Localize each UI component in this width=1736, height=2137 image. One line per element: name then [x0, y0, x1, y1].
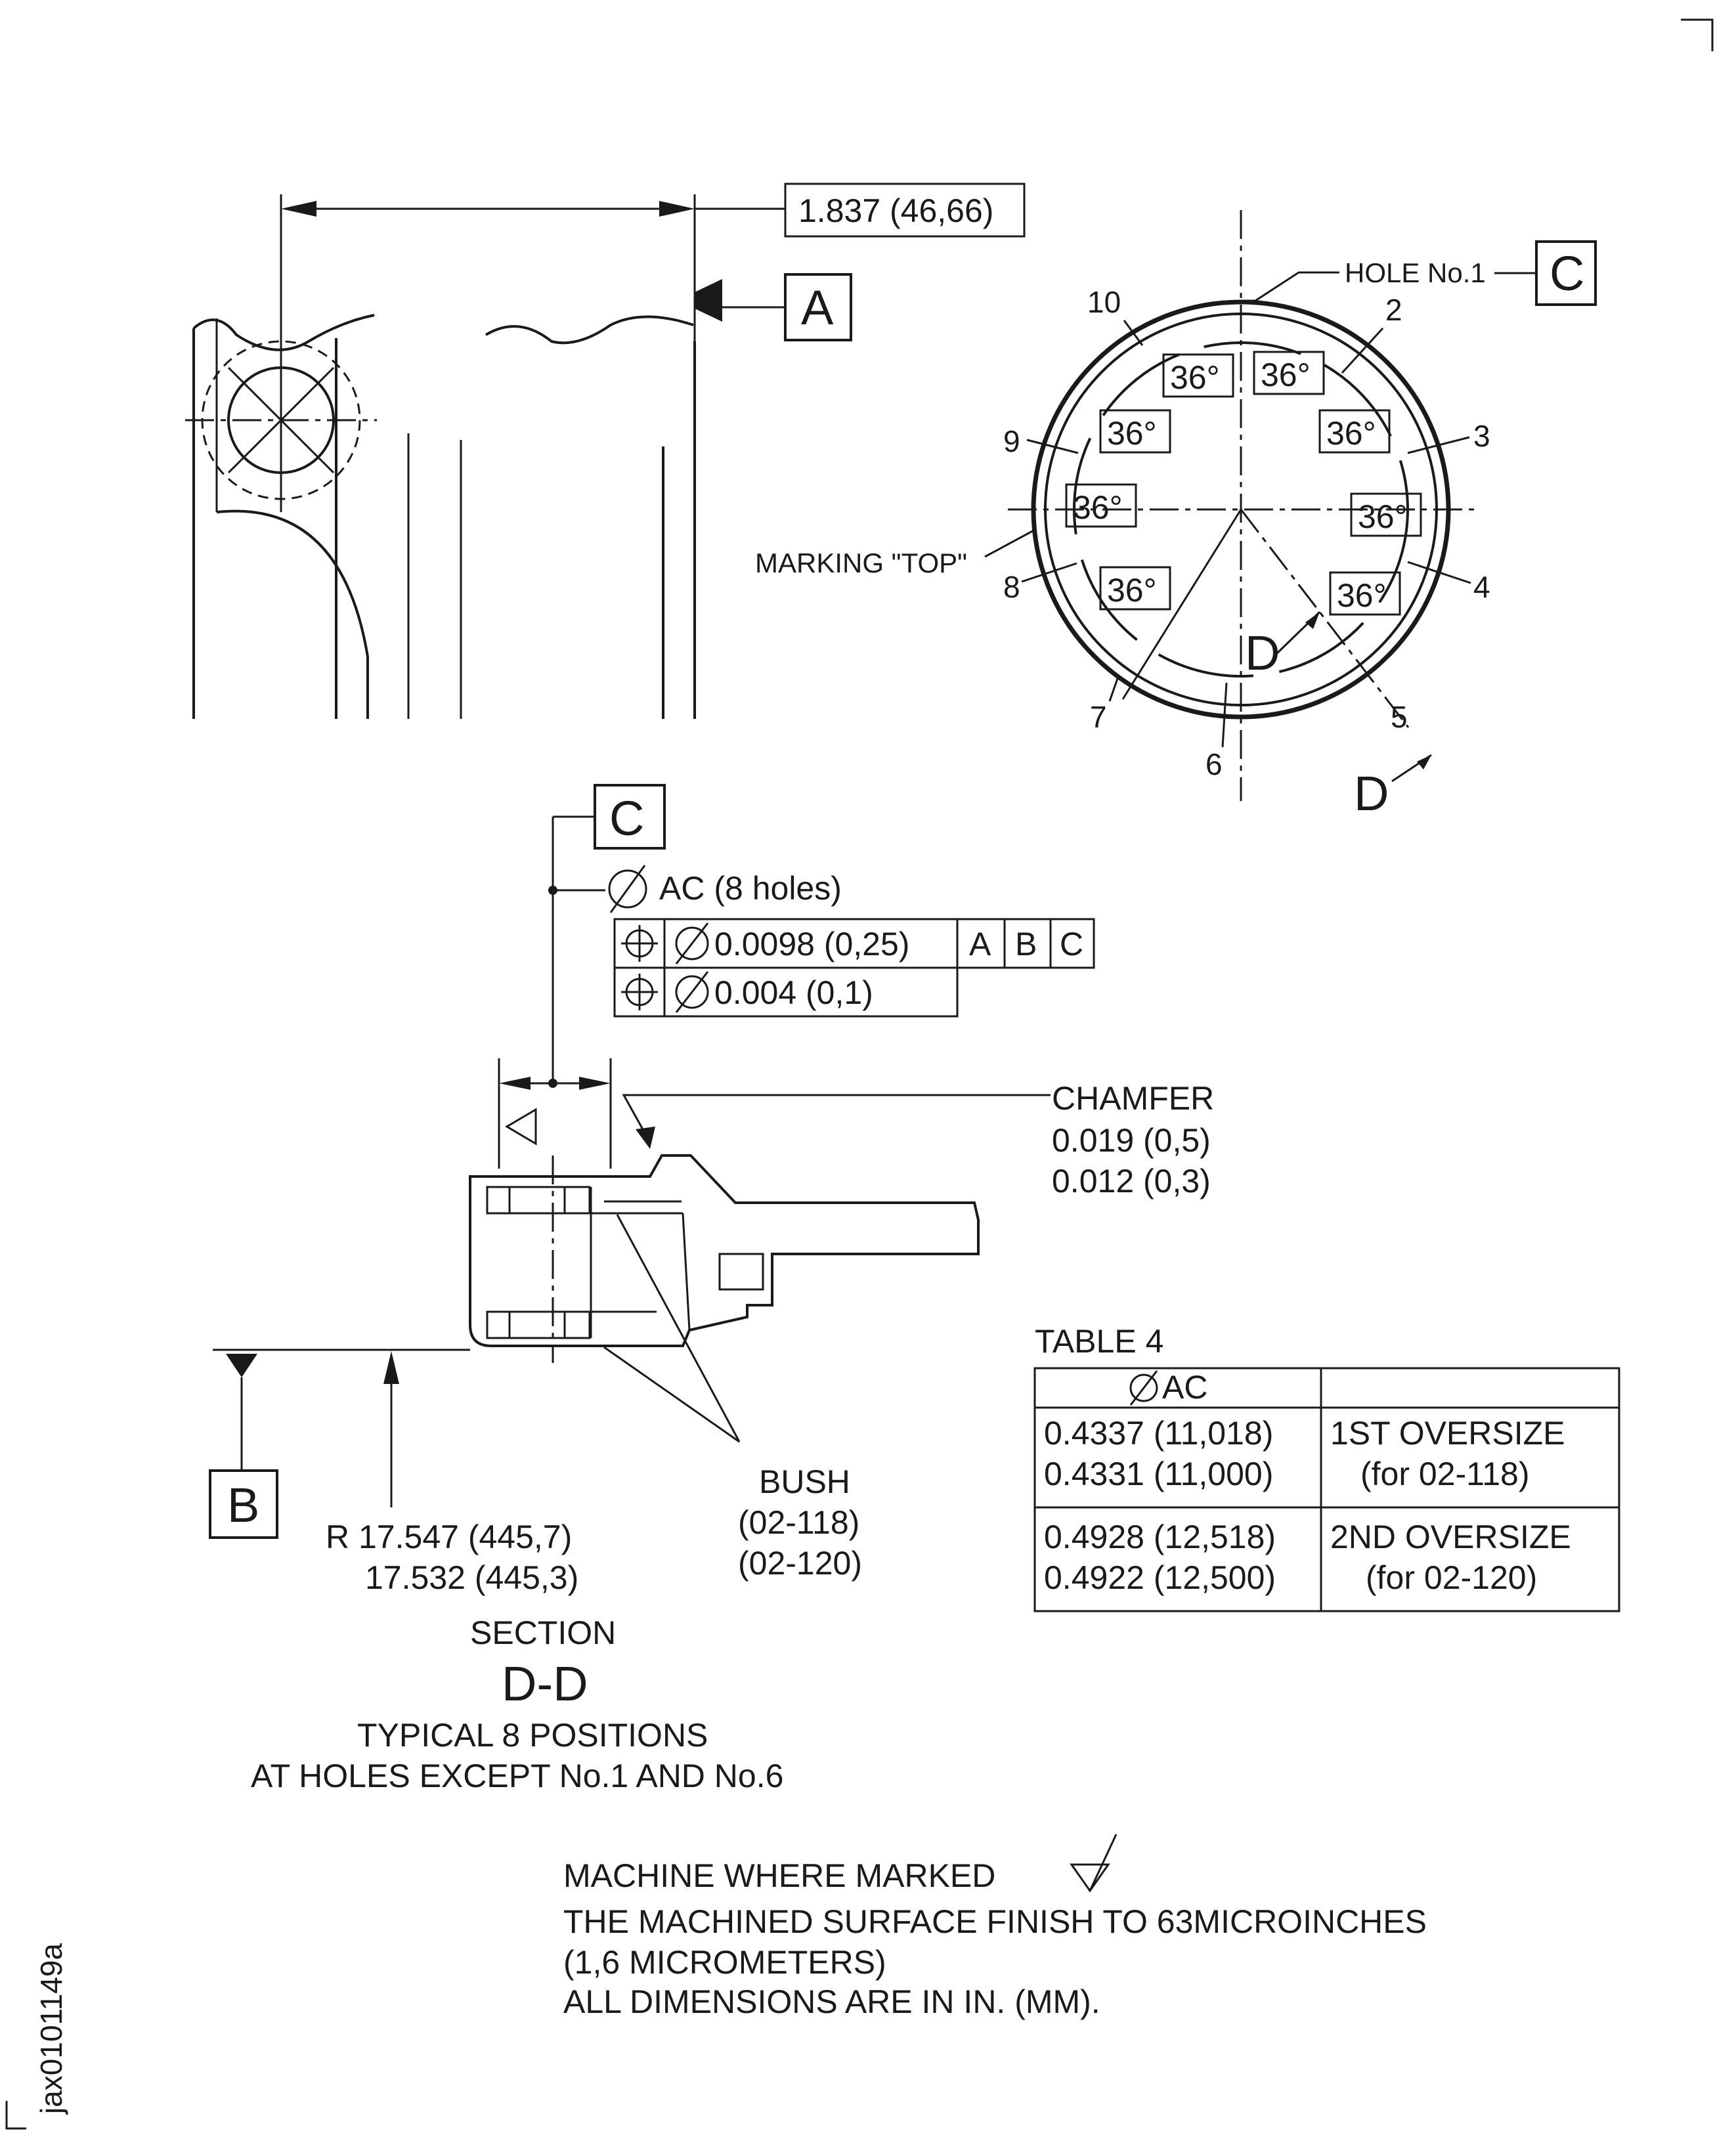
chamfer-min: 0.012 (0,3) — [1052, 1163, 1211, 1199]
general-notes: MACHINE WHERE MARKED THE MACHINED SURFAC… — [563, 1834, 1427, 2020]
table-row-1-dim-2: 0.4331 (11,000) — [1044, 1456, 1273, 1492]
corner-mark-top-right — [1681, 18, 1714, 51]
partial-view: 1.837 (46,66) A — [185, 183, 1026, 719]
datum-c-label-top: C — [1550, 246, 1584, 301]
hole-number-3: 3 — [1473, 419, 1490, 453]
section-view: C AC (8 holes) 0.0098 (0,25) A — [209, 784, 1214, 1794]
chamfer-max: 0.019 (0,5) — [1052, 1122, 1211, 1159]
hole-number-7: 7 — [1090, 700, 1107, 734]
fcf-tolerance-1: 0.0098 (0,25) — [714, 926, 909, 962]
datum-c-label-section: C — [609, 791, 644, 846]
datum-c-box-top — [1535, 240, 1597, 306]
table-row-2-desc-1: 2ND OVERSIZE — [1330, 1519, 1571, 1555]
note-units: ALL DIMENSIONS ARE IN IN. (MM). — [563, 1983, 1100, 2020]
corner-mark-bottom-left — [5, 2101, 26, 2130]
section-id: D-D — [502, 1656, 588, 1711]
table-header-ac: AC — [1162, 1369, 1207, 1406]
bush-part-2: (02-120) — [738, 1545, 862, 1582]
note-finish: THE MACHINED SURFACE FINISH TO 63MICROIN… — [563, 1903, 1427, 1940]
angle-label: 36° — [1107, 572, 1157, 609]
angle-label: 36° — [1170, 359, 1220, 396]
datum-a-label: A — [801, 280, 834, 335]
chamfer-label: CHAMFER — [1052, 1080, 1214, 1117]
bush-part-1: (02-118) — [738, 1504, 859, 1541]
angle-label: 36° — [1261, 356, 1311, 393]
hole-no1-label: HOLE No.1 — [1345, 257, 1486, 288]
machining-symbol-icon — [1070, 1834, 1118, 1893]
datum-b-label: B — [227, 1478, 259, 1532]
table-row-1-desc-2: (for 02-118) — [1360, 1456, 1530, 1492]
table-row-1-desc-1: 1ST OVERSIZE — [1330, 1415, 1565, 1452]
bush-label: BUSH — [759, 1463, 850, 1500]
section-marker-d-lower: D — [1354, 766, 1389, 821]
section-note-2: AT HOLES EXCEPT No.1 AND No.6 — [251, 1758, 783, 1794]
ac-callout: AC (8 holes) — [659, 870, 842, 907]
table-title: TABLE 4 — [1035, 1323, 1163, 1360]
hole-number-6: 6 — [1205, 747, 1223, 781]
hole-number-2: 2 — [1385, 293, 1402, 327]
table-row-2-desc-2: (for 02-120) — [1366, 1559, 1537, 1596]
table-4: TABLE 4 AC 0.4337 (11,018) 0.4331 (11,00… — [1033, 1323, 1620, 1612]
angle-label: 36° — [1326, 415, 1376, 452]
dimension-1837: 1.837 (46,66) — [798, 192, 993, 229]
fcf-datum-b: B — [1015, 926, 1037, 962]
radius-min: 17.532 (445,3) — [365, 1559, 578, 1596]
hole-number-8: 8 — [1003, 570, 1020, 604]
table-row-2-dim-2: 0.4922 (12,500) — [1044, 1559, 1276, 1596]
angle-label: 36° — [1358, 498, 1408, 535]
figure-id: jax0101149a — [34, 1943, 68, 2115]
hole-number-4: 4 — [1473, 570, 1490, 604]
hole-pattern-view: D D HOLE No.1 C 10 2 3 4 5 6 7 8 9 MARKI… — [755, 210, 1597, 821]
note-micrometers: (1,6 MICROMETERS) — [563, 1944, 886, 1981]
section-title: SECTION — [470, 1614, 616, 1651]
fcf-tolerance-2: 0.004 (0,1) — [714, 974, 873, 1011]
section-marker-d-upper: D — [1245, 626, 1280, 680]
table-row-2-dim-1: 0.4928 (12,518) — [1044, 1519, 1276, 1555]
dimension-box — [784, 183, 1026, 238]
datum-c-box-section — [594, 784, 666, 850]
note-machine: MACHINE WHERE MARKED — [563, 1857, 995, 1894]
datum-a-box — [784, 273, 852, 341]
angle-label: 36° — [1337, 577, 1387, 614]
datum-b-box — [209, 1469, 278, 1539]
feature-control-frame: 0.0098 (0,25) A B C 0.004 (0,1) — [613, 918, 1095, 1018]
section-body-outline — [469, 1154, 980, 1347]
fcf-datum-c: C — [1060, 926, 1083, 962]
hole-number-10: 10 — [1087, 285, 1121, 319]
table-row-1-dim-1: 0.4337 (11,018) — [1044, 1415, 1273, 1452]
section-note-1: TYPICAL 8 POSITIONS — [357, 1717, 708, 1754]
angle-label: 36° — [1107, 415, 1157, 452]
marking-top-label: MARKING "TOP" — [755, 548, 967, 578]
angle-label: 36° — [1073, 489, 1123, 526]
radius-max: R 17.547 (445,7) — [326, 1519, 572, 1555]
hole-number-5: 5 — [1391, 700, 1408, 734]
fcf-datum-a: A — [969, 926, 991, 962]
hole-number-9: 9 — [1003, 424, 1020, 458]
